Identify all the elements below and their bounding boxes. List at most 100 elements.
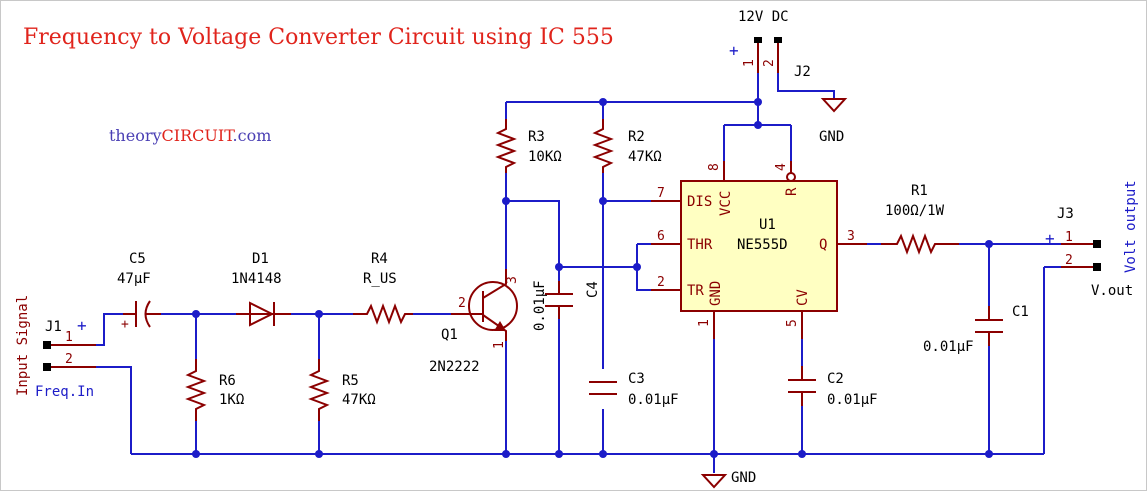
junctions	[192, 98, 993, 458]
output-signal-label: V.out	[1091, 283, 1133, 299]
c2-value: 0.01µF	[827, 392, 878, 408]
q1-emitter-arrow	[494, 321, 506, 331]
gnd-symbol-bottom	[700, 474, 728, 489]
j1-pin1-head	[43, 341, 51, 349]
connector-j1: 1 2 + J1 Input Signal Freq.In	[15, 295, 96, 400]
diode-d1: D1 1N4148	[231, 251, 291, 327]
junction-dot	[599, 197, 607, 205]
capacitor-c1: C1 0.01µF	[923, 304, 1029, 355]
c1-value: 0.01µF	[923, 339, 974, 355]
u1-pin-dis-name: DIS	[687, 194, 712, 210]
u1-reset-bubble	[786, 172, 796, 182]
junction-dot	[599, 450, 607, 458]
r3-zigzag	[495, 119, 517, 173]
d1-triangle	[249, 301, 275, 327]
wire-dis	[602, 173, 651, 369]
junction-dot	[599, 98, 607, 106]
j3-pin2-number: 2	[1065, 253, 1073, 268]
wire-c4-top	[506, 200, 560, 281]
wire-j2-gnd	[777, 73, 835, 99]
r6-zigzag	[185, 359, 207, 421]
junction-dot	[192, 450, 200, 458]
junction-dot	[985, 450, 993, 458]
brand-watermark: theoryCIRCUIT.com	[109, 126, 271, 145]
q1-body	[468, 281, 518, 331]
q1-pin-base: 2	[458, 296, 466, 311]
u1-pin7-number: 7	[657, 186, 665, 201]
r1-ref: R1	[911, 183, 928, 199]
junction-dot	[315, 450, 323, 458]
r3-value: 10KΩ	[528, 149, 562, 165]
u1-pin4-number: 4	[774, 163, 789, 171]
c5-plus-marker: +	[121, 317, 129, 332]
r1-zigzag	[881, 233, 959, 255]
junction-dot	[798, 450, 806, 458]
q1-pin-collector: 3	[505, 276, 520, 284]
wire-j1-pin1	[96, 313, 123, 346]
c4-plates	[545, 281, 573, 319]
r2-value: 47KΩ	[628, 149, 662, 165]
brand-middle: CIRCUIT	[161, 126, 233, 145]
r6-ref: R6	[219, 373, 236, 389]
diagram-title: Frequency to Voltage Converter Circuit u…	[23, 25, 614, 50]
connector-j2: 12V DC 1 2 + J2 GND	[729, 9, 848, 145]
j1-pin2-number: 2	[65, 352, 73, 367]
resistor-r2: R2 47KΩ	[592, 119, 662, 173]
resistor-r1: R1 100Ω/1W	[881, 183, 959, 255]
r6-value: 1KΩ	[219, 392, 244, 408]
r3-ref: R3	[528, 129, 545, 145]
c5-plate-neg	[144, 300, 161, 328]
output-side-label: Volt output	[1123, 180, 1139, 273]
j2-pin1-head	[754, 37, 762, 43]
j2-ref: J2	[794, 64, 811, 80]
u1-pin3-number: 3	[847, 229, 855, 244]
j2-pin2-head	[774, 37, 782, 43]
r5-zigzag	[308, 359, 330, 421]
junction-dot	[754, 121, 762, 129]
wire-j1-pin2	[96, 366, 132, 454]
gnd-symbol-top	[820, 98, 848, 113]
u1-pin-gnd-name: GND	[708, 281, 724, 306]
wire-vcc-reset	[723, 124, 792, 161]
gnd-label-bottom: GND	[731, 470, 756, 486]
junction-dot	[502, 197, 510, 205]
c1-ref: C1	[1012, 304, 1029, 320]
j1-pin1-number: 1	[65, 330, 73, 345]
u1-pin8-number: 8	[707, 163, 722, 171]
u1-pin1-number: 1	[697, 319, 712, 327]
j1-ref: J1	[45, 319, 62, 335]
junction-dot	[754, 98, 762, 106]
j3-ref: J3	[1057, 206, 1074, 222]
c5-plate-pos	[123, 301, 137, 327]
c5-value: 47µF	[117, 271, 151, 287]
d1-ref: D1	[252, 251, 269, 267]
u1-value: NE555D	[737, 237, 788, 253]
u1-pin-leads	[651, 161, 867, 339]
connector-j3: 1 2 + J3 Volt output V.out	[1045, 180, 1139, 299]
junction-dot	[633, 263, 641, 271]
u1-pin-cv-name: CV	[795, 289, 811, 306]
c3-plates	[589, 381, 617, 395]
junction-dot	[192, 310, 200, 318]
capacitor-c5: + C5 47µF	[117, 251, 161, 332]
u1-pin-r-name: R	[784, 187, 800, 196]
j1-pin2-head	[43, 363, 51, 371]
c2-plates	[788, 366, 816, 406]
c5-ref: C5	[129, 251, 146, 267]
wire-j3-pin2	[1043, 266, 1061, 454]
capacitor-c2: C2 0.01µF	[788, 366, 878, 408]
junction-dot	[555, 263, 563, 271]
input-side-label: Input Signal	[15, 295, 31, 396]
junction-dot	[985, 240, 993, 248]
j1-plus-marker: +	[77, 316, 87, 335]
q1-ref: Q1	[441, 327, 458, 343]
r5-ref: R5	[342, 373, 359, 389]
r4-ref: R4	[371, 251, 388, 267]
j2-pin1-number: 1	[742, 59, 757, 67]
r5-value: 47KΩ	[342, 392, 376, 408]
r2-zigzag	[592, 119, 614, 173]
capacitor-c3: C3 0.01µF	[589, 371, 679, 408]
input-signal-label: Freq.In	[35, 384, 94, 400]
r1-value: 100Ω/1W	[885, 203, 945, 219]
